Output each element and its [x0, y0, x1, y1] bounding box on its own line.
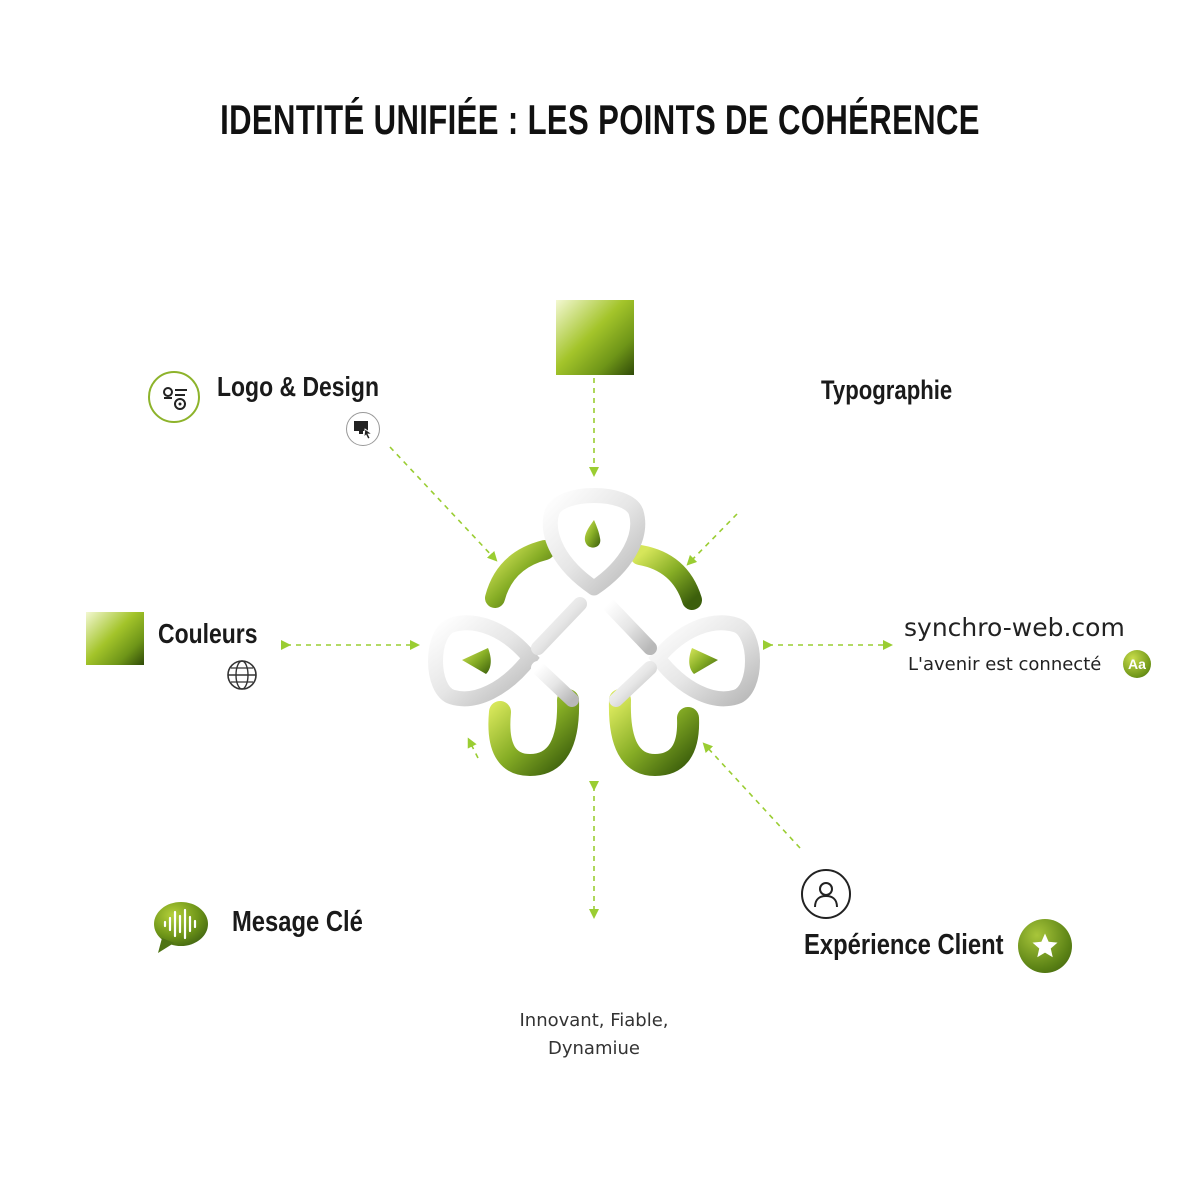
message-values-line-1: Innovant, Fiable,	[519, 1010, 669, 1031]
user-icon	[801, 869, 851, 919]
central-emblem	[428, 488, 760, 777]
emblem-loop-left	[428, 615, 540, 707]
website-tagline: L'avenir est connecté	[908, 654, 1102, 675]
logo-design-label: Logo & Design	[217, 371, 379, 402]
emblem-arc-top-left	[485, 540, 555, 608]
couleurs-color-swatch	[86, 612, 144, 665]
monitor-cursor-icon	[346, 412, 380, 446]
arrow-experience	[702, 742, 801, 849]
speech-bubble-sound-icon	[152, 900, 210, 956]
text-aa-icon: Aa	[1123, 650, 1151, 678]
message-values-line-2: Dynamiue	[548, 1038, 640, 1059]
message-label: Mesage Clé	[232, 906, 363, 938]
emblem-drop-right	[689, 648, 718, 674]
emblem-arc-bottom-left	[488, 689, 580, 777]
arrow-bottom-left	[467, 737, 479, 759]
website-label: synchro-web.com	[904, 613, 1125, 642]
design-tools-icon	[148, 371, 200, 423]
emblem-drop-top	[584, 520, 601, 548]
experience-label: Expérience Client	[804, 929, 1004, 961]
star-icon	[1018, 919, 1072, 973]
page-title: IDENTITÉ UNIFIÉE : LES POINTS DE COHÉREN…	[220, 96, 980, 143]
top-color-swatch	[556, 300, 634, 375]
emblem-loop-top	[542, 488, 646, 596]
typographie-label: Typographie	[821, 375, 953, 405]
emblem-drop-left	[462, 648, 491, 674]
couleurs-label: Couleurs	[158, 618, 258, 649]
arrow-typo	[686, 513, 738, 566]
emblem-arc-bottom-right	[608, 689, 700, 777]
globe-icon	[226, 659, 258, 691]
emblem-arc-top-right	[630, 545, 702, 610]
emblem-loop-right	[648, 615, 760, 707]
